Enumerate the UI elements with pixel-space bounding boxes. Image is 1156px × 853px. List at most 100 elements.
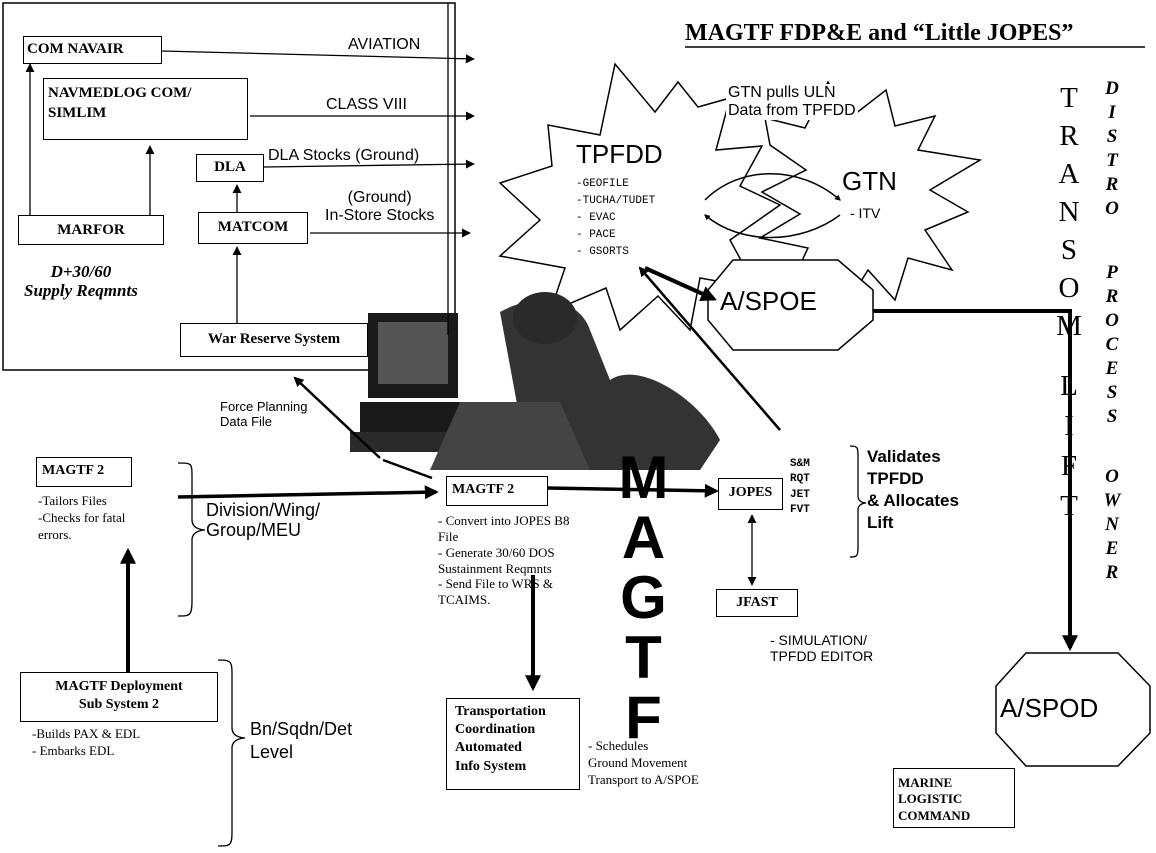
distro-spacer	[1097, 430, 1127, 466]
gtn-pulls-label: GTN pulls ULN Data from TPFDD	[726, 84, 858, 120]
distro-letter: D	[1105, 78, 1119, 99]
transom-letter: F	[1060, 450, 1078, 482]
magtf-letter: A	[621, 504, 666, 571]
magtf2-left-items: -Tailors Files -Checks for fatal errors.	[38, 493, 126, 542]
tpfdd-label: TPFDD	[576, 139, 663, 169]
distro-letter: R	[1105, 562, 1119, 583]
distro-letter: S	[1106, 382, 1118, 403]
magtf-letter: F	[625, 684, 662, 751]
dla-stocks-arrow	[263, 159, 475, 169]
dla-box: DLA	[196, 154, 264, 182]
aviation-arrow	[161, 50, 475, 64]
mdss2-items: -Builds PAX & EDL - Embarks EDL	[32, 726, 141, 758]
gtn-itv-label: - ITV	[850, 205, 881, 221]
magtf-letter: T	[625, 624, 662, 691]
mdss2-box: MAGTF Deployment Sub System 2	[20, 672, 218, 722]
matcom-label: MATCOM	[217, 219, 289, 235]
force-planning-label: Force Planning Data File	[220, 399, 308, 429]
transom-lift-vertical: T R A N S O M L I F T	[1054, 82, 1084, 530]
force-planning-arrow	[293, 376, 381, 459]
jfast-box: JFAST	[716, 589, 798, 617]
jopes-codes: S&M RQT JET FVT	[790, 458, 810, 517]
transom-letter: N	[1058, 196, 1080, 228]
distro-letter: O	[1105, 466, 1119, 487]
jfast-label: JFAST	[736, 595, 778, 610]
transom-letter: A	[1058, 158, 1080, 190]
dla-label: DLA	[214, 159, 246, 175]
tpfdd-items: -GEOFILE -TUCHA/TUDET - EVAC - PACE - GS…	[576, 176, 655, 261]
page-title: MAGTF FDP&E and “Little JOPES”	[685, 20, 1074, 46]
distro-letter: C	[1105, 334, 1119, 355]
tpfdd-item: - PACE	[576, 229, 616, 242]
jfast-items: - SIMULATION/ TPFDD EDITOR	[770, 632, 874, 664]
distro-letter: W	[1103, 490, 1121, 511]
transom-letter: O	[1058, 272, 1080, 304]
aviation-label: AVIATION	[348, 36, 421, 53]
transom-letter: M	[1056, 310, 1082, 342]
jopes-box: JOPES	[718, 478, 783, 510]
validates-label: Validates TPFDD & Allocates Lift	[867, 447, 959, 533]
gtn-label: GTN	[842, 166, 897, 196]
distro-process-owner-vertical: D I S T R O P R O C E S S O W N E R	[1097, 78, 1127, 586]
tpfdd-item: - EVAC	[576, 212, 616, 225]
magtf2-left-to-center	[177, 485, 439, 500]
magtf2-center-label: MAGTF 2	[452, 482, 515, 497]
diag-to-tpfdd	[638, 266, 781, 431]
marfor-label: MARFOR	[57, 222, 125, 238]
matcom-box: MATCOM	[198, 212, 308, 244]
supply-reqmnts-label: D+30/60 Supply Reqmnts	[24, 262, 138, 301]
validates-brace	[849, 445, 867, 558]
division-label: Division/Wing/ Group/MEU	[206, 500, 321, 541]
magtf2-center-items: - Convert into JOPES B8 File - Generate …	[438, 513, 570, 608]
jopes-label: JOPES	[728, 485, 773, 500]
transom-letter: L	[1060, 370, 1078, 402]
navmedlog-box: NAVMEDLOG COM/ SIMLIM	[43, 78, 248, 140]
distro-letter: O	[1105, 198, 1119, 219]
tpfdd-to-aspoe	[644, 266, 717, 302]
distro-letter: P	[1106, 262, 1118, 283]
transom-letter: T	[1060, 490, 1078, 522]
dla-stocks-label: DLA Stocks (Ground)	[268, 147, 420, 164]
distro-letter: T	[1106, 150, 1118, 171]
transom-letter: T	[1060, 82, 1078, 114]
magtf-letter: M	[618, 444, 669, 511]
division-brace	[177, 462, 206, 617]
aspod-octagon	[995, 652, 1151, 767]
distro-letter: I	[1108, 102, 1116, 123]
bn-level-label: Bn/Sqdn/Det Level	[250, 719, 353, 763]
distro-letter: S	[1106, 126, 1118, 147]
in-store-label: (Ground) In-Store Stocks	[325, 189, 435, 224]
transom-letter: I	[1064, 410, 1074, 442]
tpfdd-item: - GSORTS	[576, 246, 629, 259]
aspoe-to-aspod	[873, 309, 1078, 652]
bn-brace	[217, 659, 246, 847]
magtf2-to-jopes	[547, 483, 719, 498]
distro-letter: R	[1105, 286, 1119, 307]
distro-letter: S	[1106, 406, 1118, 427]
tcaims-box: Transportation Coordination Automated In…	[446, 698, 580, 790]
transom-letter: R	[1059, 120, 1079, 152]
aspod-label: A/SPOD	[1000, 693, 1099, 723]
magtf2-to-force	[382, 458, 433, 480]
schedules-label: - Schedules Ground Movement Transport to…	[588, 738, 699, 787]
com-navair-box: COM NAVAIR	[23, 36, 162, 64]
marfor-box: MARFOR	[18, 215, 164, 245]
distro-letter: E	[1105, 358, 1119, 379]
transom-letter: S	[1060, 234, 1078, 266]
war-reserve-box: War Reserve System	[180, 323, 368, 357]
magtf2-center-box: MAGTF 2	[446, 476, 548, 506]
com-navair-label: COM NAVAIR	[27, 41, 124, 57]
distro-letter: N	[1105, 514, 1119, 535]
gtn-pull-arc-bottom	[704, 214, 841, 239]
magtf2-left-box: MAGTF 2	[36, 457, 132, 487]
distro-letter: R	[1105, 174, 1119, 195]
gtn-burst	[757, 80, 983, 304]
magtf2-left-label: MAGTF 2	[42, 463, 105, 478]
magtf-vertical: M A G T F	[606, 448, 681, 748]
distro-letter: O	[1105, 310, 1119, 331]
distro-letter: E	[1105, 538, 1119, 559]
operator-illustration	[350, 292, 720, 470]
tpfdd-item: -TUCHA/TUDET	[576, 195, 656, 208]
class-viii-label: CLASS VIII	[326, 96, 407, 113]
